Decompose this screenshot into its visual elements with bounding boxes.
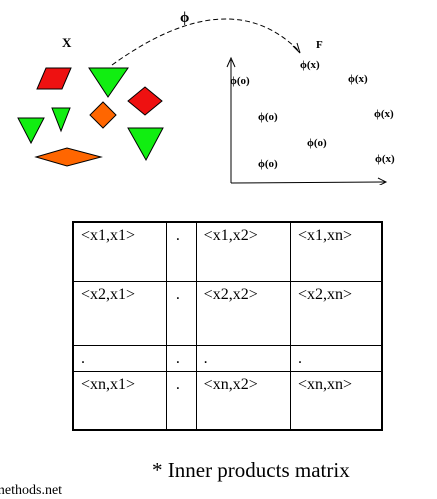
mapped-o-point: ϕ(o) — [258, 111, 278, 123]
matrix-cell: . — [290, 344, 383, 372]
matrix-cell: <x2,xn> — [290, 280, 383, 346]
matrix-cell: <xn,x2> — [195, 370, 292, 431]
green-triangle-shape — [88, 67, 129, 98]
mapped-x-point: ϕ(x) — [374, 108, 394, 120]
matrix-cell: . — [195, 344, 292, 372]
mapped-o-point: ϕ(o) — [258, 158, 278, 170]
matrix-cell: . — [165, 280, 197, 346]
mapped-o-point: ϕ(o) — [230, 75, 250, 87]
mapping-arc — [111, 18, 301, 66]
green-triangle-shape — [127, 127, 164, 162]
matrix-cell: <xn,x1> — [72, 370, 167, 431]
matrix-row: <x2,x1> . <x2,x2> <x2,xn> — [72, 280, 383, 346]
source-text: methods.net — [0, 483, 63, 498]
orange-diamond-shape — [34, 147, 103, 167]
orange-diamond-shape — [89, 101, 117, 129]
matrix-cell: <xn,xn> — [290, 370, 383, 431]
matrix-cell: . — [72, 344, 167, 372]
mapping-arrowhead — [292, 42, 301, 54]
kernel-mapping-diagram: ϕ X F ϕ(x) ϕ(x) ϕ(x) ϕ(x) ϕ(o) ϕ(o) ϕ(o)… — [17, 10, 395, 185]
matrix-cell: . — [165, 221, 197, 282]
feature-x-axis — [230, 181, 386, 184]
green-triangle-shape — [51, 107, 71, 133]
red-parallelogram-shape — [36, 67, 72, 90]
feature-x-axis-arrowhead — [377, 177, 388, 185]
mapped-x-point: ϕ(x) — [300, 59, 320, 71]
matrix-row: <x1,x1> . <x1,x2> <x1,xn> — [72, 221, 383, 282]
mapped-x-point: ϕ(x) — [348, 73, 368, 85]
matrix-cell: . — [165, 344, 197, 372]
green-triangle-shape — [17, 117, 45, 145]
matrix-caption: * Inner products matrix — [152, 458, 350, 482]
mapped-o-point: ϕ(o) — [307, 137, 327, 149]
matrix-cell: <x1,x2> — [195, 221, 292, 282]
phi-label: ϕ — [180, 10, 189, 26]
matrix-row: <xn,x1> . <xn,x2> <xn,xn> — [72, 370, 383, 431]
inner-products-matrix: <x1,x1> . <x1,x2> <x1,xn> <x2,x1> . <x2,… — [72, 221, 383, 431]
matrix-cell: <x1,x1> — [72, 221, 167, 282]
mapped-x-point: ϕ(x) — [375, 153, 395, 165]
matrix-cell: . — [165, 370, 197, 431]
matrix-cell: <x1,xn> — [290, 221, 383, 282]
feature-space-label: F — [316, 39, 323, 51]
red-diamond-shape — [127, 86, 163, 116]
input-space-label: X — [62, 35, 72, 50]
matrix-row: . . . . — [72, 344, 383, 372]
matrix-cell: <x2,x2> — [195, 280, 292, 346]
feature-y-axis-arrowhead — [226, 56, 236, 68]
matrix-cell: <x2,x1> — [72, 280, 167, 346]
